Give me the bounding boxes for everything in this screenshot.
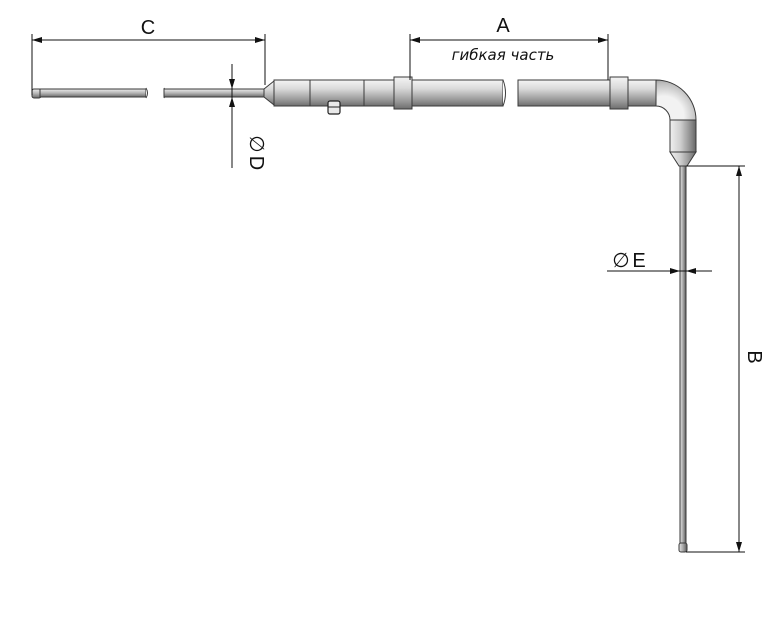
rod-segment-right xyxy=(163,88,265,98)
dimension-e-label: E xyxy=(632,250,645,272)
vertical-taper xyxy=(669,151,697,167)
dimension-b: B xyxy=(686,165,765,553)
vertical-sleeve xyxy=(669,119,697,153)
elbow-inlet xyxy=(627,79,657,107)
collar-left xyxy=(393,76,413,110)
dimension-d: ∅ D xyxy=(229,64,267,170)
dimension-a-label: A xyxy=(496,15,510,37)
vertical-rod-tip xyxy=(678,542,688,553)
flexible-part-label: гибкая часть xyxy=(452,46,555,64)
probe-rod-horizontal xyxy=(31,87,265,99)
probe-housing xyxy=(273,76,657,115)
dimension-e-symbol: ∅ xyxy=(612,250,629,272)
flexible-tube-left xyxy=(411,79,504,107)
dimension-a: A гибкая часть xyxy=(409,15,609,80)
dimension-b-label: B xyxy=(743,350,765,363)
elbow xyxy=(655,79,697,121)
sleeve xyxy=(309,79,397,107)
probe-vertical xyxy=(669,119,697,553)
rod-break-left xyxy=(145,87,148,99)
dimension-c-label: C xyxy=(141,17,155,39)
dimension-c: C xyxy=(31,17,266,95)
dimension-d-label: D xyxy=(245,156,267,170)
tube-break-left xyxy=(502,79,506,107)
dimension-e: ∅ E xyxy=(607,250,712,274)
flexible-tube-right xyxy=(517,79,611,107)
vertical-rod xyxy=(679,165,687,545)
collar-right xyxy=(609,76,629,110)
dimension-d-symbol: ∅ xyxy=(245,135,267,152)
connector-housing xyxy=(273,79,311,107)
rod-segment-left xyxy=(39,88,147,98)
